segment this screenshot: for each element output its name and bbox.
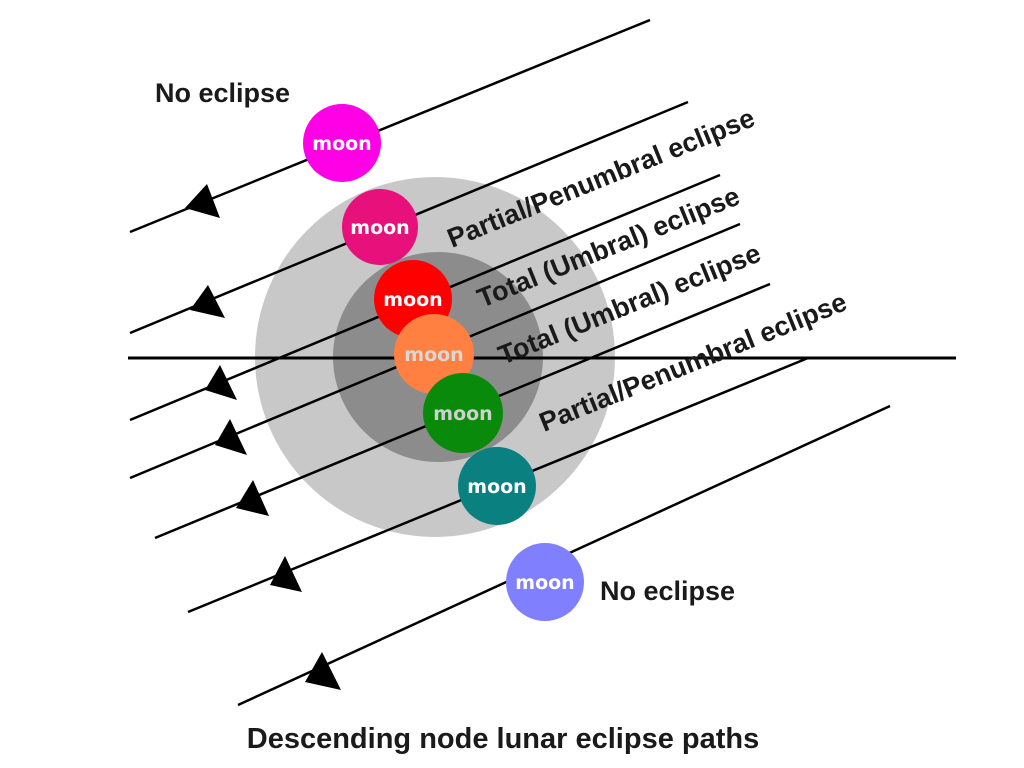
moon-magenta: moon	[303, 104, 381, 182]
moon-label: moon	[350, 217, 409, 239]
moon-label: moon	[312, 133, 371, 155]
label-no-eclipse-bottom: No eclipse	[600, 576, 735, 606]
moon-label: moon	[383, 289, 442, 311]
arrow-head-icon	[215, 419, 247, 455]
arrow-head-icon	[305, 652, 341, 690]
label-no-eclipse-top: No eclipse	[155, 78, 290, 108]
arrow-head-icon	[190, 285, 225, 318]
diagram-caption: Descending node lunar eclipse paths	[247, 723, 759, 755]
direction-arrows	[185, 184, 341, 690]
arrow-head-icon	[270, 556, 302, 592]
arrow-head-icon	[205, 365, 237, 400]
arrow-head-icon	[236, 480, 269, 516]
moon-periwinkle: moon	[506, 543, 584, 621]
moon-label: moon	[515, 572, 574, 594]
moon-label: moon	[467, 476, 526, 498]
moon-green: moon	[423, 373, 503, 453]
moon-label: moon	[404, 344, 463, 366]
moon-teal: moon	[458, 447, 536, 525]
moon-pink: moon	[342, 189, 418, 265]
moon-orange: moon	[394, 314, 474, 394]
arrow-head-icon	[185, 184, 220, 218]
moon-label: moon	[433, 403, 492, 425]
path-line-1	[129, 18, 651, 234]
